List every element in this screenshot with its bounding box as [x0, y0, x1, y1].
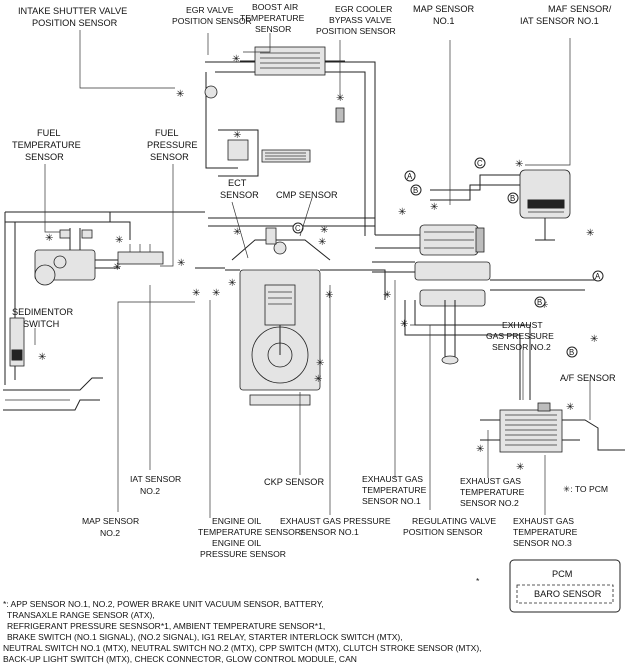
star-marker: ✳ — [45, 233, 53, 244]
star-marker: ✳ — [430, 202, 438, 213]
marker-c: C — [295, 224, 301, 233]
star-marker: ✳ — [316, 358, 324, 369]
connector-markers: A B C C B A B B — [292, 157, 604, 358]
leader-lines — [34, 30, 591, 518]
label-iat-sensor-no2: IAT SENSOR NO.2 — [130, 474, 184, 496]
common-rail — [117, 251, 164, 265]
star-marker: ✳ — [515, 159, 523, 170]
sensor-star-markers: ✳ ✳ ✳ ✳ ✳ ✳ ✳ ✳ ✳ ✳ ✳ ✳ ✳ ✳ ✳ ✳ ✳ ✳ ✳ ✳ … — [38, 54, 598, 473]
label-egr-cooler-bypass-valve-position-sensor: EGR COOLER BYPASS VALVE POSITION SENSOR — [316, 4, 396, 36]
baro-sensor-box — [516, 584, 614, 604]
sensor-labels: INTAKE SHUTTER VALVE POSITION SENSOR EGR… — [12, 2, 616, 559]
marker-b: B — [537, 298, 542, 307]
intake-shutter-valve — [204, 85, 218, 99]
pcm-title: PCM — [552, 569, 572, 579]
footnote-line: TRANSAXLE RANGE SENSOR (ATX), — [7, 610, 155, 620]
footnote: *: APP SENSOR NO.1, NO.2, POWER BRAKE UN… — [3, 599, 482, 664]
star-marker: ✳ — [590, 334, 598, 345]
egr-valve — [227, 139, 249, 161]
star-marker: ✳ — [383, 290, 391, 301]
label-exhaust-gas-temperature-sensor-no2: EXHAUST GAS TEMPERATURE SENSOR NO.2 — [460, 476, 527, 508]
star-marker: ✳ — [233, 130, 241, 141]
label-exhaust-gas-pressure-sensor-no2: EXHAUST GAS PRESSURE SENSOR NO.2 — [486, 320, 556, 352]
marker-b: B — [569, 348, 574, 357]
label-regulating-valve-position-sensor: REGULATING VALVE POSITION SENSOR — [403, 516, 498, 537]
pcm-box: * PCM BARO SENSOR — [476, 559, 621, 613]
label-ckp-sensor: CKP SENSOR — [264, 477, 324, 487]
star-marker: ✳ — [212, 288, 220, 299]
footnote-line: BACK-UP LIGHT SWITCH (MTX), CHECK CONNEC… — [3, 654, 357, 664]
star-marker: ✳ — [400, 319, 408, 330]
label-sedimentor-switch: SEDIMENTOR SWITCH — [12, 307, 76, 329]
star-marker: ✳ — [314, 374, 322, 385]
label-intake-shutter-valve-position-sensor: INTAKE SHUTTER VALVE POSITION SENSOR — [18, 6, 130, 28]
star-marker: ✳ — [566, 402, 574, 413]
star-marker: ✳ — [115, 235, 123, 246]
star-marker: ✳ — [325, 290, 333, 301]
star-marker: ✳ — [586, 228, 594, 239]
egr-cooler-bypass-valve — [335, 107, 345, 123]
baro-sensor-label: BARO SENSOR — [534, 589, 602, 599]
star-marker: ✳ — [113, 262, 121, 273]
footnote-line: NEUTRAL SWITCH NO.1 (MTX), NEUTRAL SWITC… — [3, 643, 482, 653]
marker-a: A — [595, 272, 601, 281]
pcm-star: * — [476, 576, 480, 586]
marker-b: B — [510, 194, 515, 203]
intercooler-top — [254, 46, 326, 76]
marker-c: C — [477, 159, 483, 168]
star-marker: ✳ — [233, 227, 241, 238]
star-marker: ✳ — [398, 207, 406, 218]
marker-a: A — [407, 172, 413, 181]
marker-b: B — [413, 186, 418, 195]
intake-exhaust-pipework — [3, 46, 625, 453]
label-ect-sensor: ECT SENSOR — [220, 178, 259, 200]
star-marker: ✳ — [228, 278, 236, 289]
footnote-line: *: APP SENSOR NO.1, NO.2, POWER BRAKE UN… — [3, 599, 324, 609]
label-maf-iat-sensor-no1: MAF SENSOR/ IAT SENSOR NO.1 — [520, 4, 614, 26]
star-marker: ✳ — [516, 462, 524, 473]
piston — [264, 284, 296, 326]
star-marker: ✳ — [320, 225, 328, 236]
label-af-sensor: A/F SENSOR — [560, 373, 616, 383]
diesel-particulate-filter — [499, 409, 563, 453]
star-marker: ✳ — [232, 54, 240, 65]
label-exhaust-gas-pressure-sensor-no1: EXHAUST GAS PRESSURE SENSOR NO.1 — [280, 516, 393, 537]
label-fuel-temperature-sensor: FUEL TEMPERATURE SENSOR — [12, 128, 83, 162]
star-marker: ✳ — [177, 258, 185, 269]
label-exhaust-gas-temperature-sensor-no3: EXHAUST GAS TEMPERATURE SENSOR NO.3 — [513, 516, 580, 548]
star-marker: ✳ — [476, 444, 484, 455]
label-map-sensor-no2: MAP SENSOR NO.2 — [82, 516, 142, 538]
label-egr-valve-position-sensor: EGR VALVE POSITION SENSOR — [172, 5, 252, 26]
star-marker: ✳ — [176, 89, 184, 100]
label-exhaust-gas-temperature-sensor-no1: EXHAUST GAS TEMPERATURE SENSOR NO.1 — [362, 474, 429, 506]
star-marker: ✳ — [192, 288, 200, 299]
label-engine-oil-sensors: ENGINE OIL TEMPERATURE SENSOR/ ENGINE OI… — [198, 516, 306, 559]
label-cmp-sensor: CMP SENSOR — [276, 190, 338, 200]
label-map-sensor-no1: MAP SENSOR NO.1 — [413, 4, 477, 26]
label-fuel-pressure-sensor: FUEL PRESSURE SENSOR — [147, 128, 200, 162]
pcm-outline — [509, 559, 621, 613]
star-marker: ✳ — [318, 237, 326, 248]
label-boost-air-temperature-sensor: BOOST AIR TEMPERATURE SENSOR — [240, 2, 307, 34]
footnote-line: BRAKE SWITCH (NO.1 SIGNAL), (NO.2 SIGNAL… — [7, 632, 403, 642]
star-marker: ✳ — [38, 352, 46, 363]
footnote-line: REFRIGERANT PRESSURE SESNSOR*1, AMBIENT … — [7, 621, 325, 631]
label-to-pcm: ✳: TO PCM — [563, 484, 608, 494]
air-cleaner — [519, 169, 571, 219]
